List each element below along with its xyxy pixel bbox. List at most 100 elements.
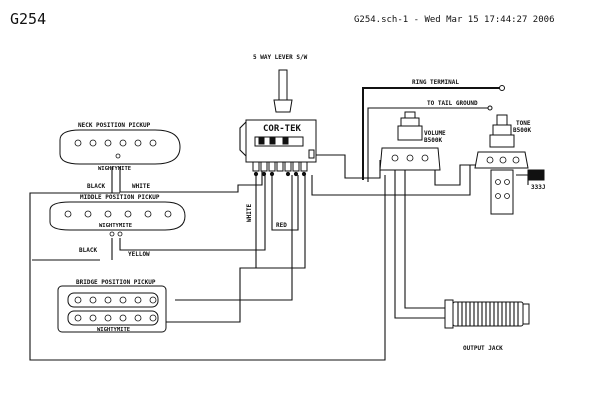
pickup-solder-point: [115, 153, 121, 159]
bridge-pickup-brand: WIGHTYMITE: [97, 327, 130, 333]
neck-pickup-label: NECK POSITION PICKUP: [78, 122, 151, 129]
switch-side-bracket: [239, 121, 247, 157]
switch-lever-base: [273, 99, 293, 113]
pole-piece: [134, 296, 142, 304]
tone-value: B500K: [513, 127, 531, 134]
solder-point: [261, 171, 267, 177]
pole-piece: [119, 314, 127, 322]
volume-to-jack-wire: [394, 165, 445, 319]
neck-white-label: WHITE: [132, 183, 150, 190]
pickup-solder-point: [109, 231, 115, 237]
volume-bushing: [400, 117, 420, 127]
switch-lug: [284, 161, 292, 172]
solder-point: [293, 171, 299, 177]
schematic-info: G254.sch-1 - Wed Mar 15 17:44:27 2006: [354, 15, 554, 25]
bridge-coil-top: [67, 292, 159, 308]
neck-white-wire: [119, 167, 263, 193]
switch-contact-bar: [254, 136, 304, 147]
jack-thread: [457, 302, 519, 326]
middle-pickup-brand: WIGHTYMITE: [99, 223, 132, 229]
tone-shaft: [496, 114, 508, 126]
capacitor-body: [527, 169, 545, 181]
switch-lug: [260, 161, 268, 172]
ring-terminal-label: RING TERMINAL: [412, 79, 459, 86]
pickup-solder-point: [117, 231, 123, 237]
tone-back-plate: [490, 169, 514, 215]
pole-piece: [104, 210, 112, 218]
ring-terminal-wire: [362, 87, 502, 180]
switch-lug: [252, 161, 260, 172]
five-way-switch: 5 WAY LEVER S/W COR-TEK: [239, 54, 317, 177]
pole-piece: [134, 314, 142, 322]
bridge-link-wire: [175, 175, 293, 301]
neck-pickup: NECK POSITION PICKUP WIGHTYMITE: [59, 122, 181, 172]
pole-piece: [89, 296, 97, 304]
wires: [29, 87, 529, 361]
neck-black-label: BLACK: [87, 183, 105, 190]
switch-lever: [278, 69, 288, 101]
jack-nut: [522, 303, 530, 325]
tone-lug: [499, 156, 507, 164]
pole-piece: [89, 139, 97, 147]
white-vertical-label: WHITE: [246, 204, 253, 222]
switch-lug: [300, 161, 308, 172]
cap-lead-wire: [516, 174, 529, 185]
red-wire-label: RED: [276, 222, 287, 229]
pole-piece: [64, 210, 72, 218]
tone-nut: [489, 134, 515, 148]
jack-lug-plate: [444, 299, 454, 329]
bridge-hot-wire: [155, 175, 306, 323]
tone-lug: [504, 193, 510, 199]
pole-piece: [89, 314, 97, 322]
tail-ground-end: [487, 105, 493, 111]
switch-lug: [308, 149, 315, 159]
switch-contact: [258, 137, 265, 145]
pole-piece: [149, 139, 157, 147]
neck-pickup-body: [59, 129, 181, 165]
capacitor-label: 333J: [531, 184, 545, 191]
pole-piece: [149, 296, 157, 304]
pole-piece: [104, 296, 112, 304]
tone-pot: TONE B500K: [474, 114, 531, 215]
capacitor: 333J: [527, 169, 545, 191]
middle-pickup-label: MIDDLE POSITION PICKUP: [80, 194, 160, 201]
switch-brand: COR-TEK: [263, 124, 302, 134]
tail-ground-wire: [367, 107, 490, 182]
tone-lug: [495, 179, 501, 185]
ring-terminal-end: [499, 85, 505, 91]
output-jack: OUTPUT JACK: [444, 299, 530, 352]
volume-lug: [406, 154, 414, 162]
tone-label: TONE: [516, 120, 531, 127]
pole-piece: [74, 296, 82, 304]
tone-lug: [495, 193, 501, 199]
middle-pickup-body: [49, 201, 186, 231]
volume-lug: [391, 154, 399, 162]
solder-point: [269, 171, 275, 177]
tone-lug: [512, 156, 520, 164]
volume-label: VOLUME: [424, 130, 446, 137]
pole-piece: [164, 210, 172, 218]
pole-piece: [134, 139, 142, 147]
ground-loop-wire: [29, 175, 386, 361]
pole-piece: [84, 210, 92, 218]
switch-contact: [269, 137, 276, 145]
tone-lug: [486, 156, 494, 164]
volume-pot: VOLUME B500K: [379, 111, 446, 171]
switch-lug: [276, 161, 284, 172]
volume-nut: [397, 125, 423, 141]
pole-piece: [144, 210, 152, 218]
middle-yellow-wire: [119, 175, 266, 251]
middle-pickup: MIDDLE POSITION PICKUP WIGHTYMITE: [49, 194, 186, 237]
middle-black-label: BLACK: [79, 247, 97, 254]
pole-piece: [119, 296, 127, 304]
diagram-title: G254: [10, 10, 46, 28]
tail-ground-label: TO TAIL GROUND: [427, 100, 478, 107]
switch-to-volume-wire: [313, 154, 381, 179]
jack-barrel: [452, 301, 524, 327]
switch-contact: [282, 137, 289, 145]
solder-point: [285, 171, 291, 177]
pole-piece: [149, 314, 157, 322]
switch-label: 5 WAY LEVER S/W: [253, 54, 308, 61]
jack-ground-wire: [404, 168, 445, 309]
